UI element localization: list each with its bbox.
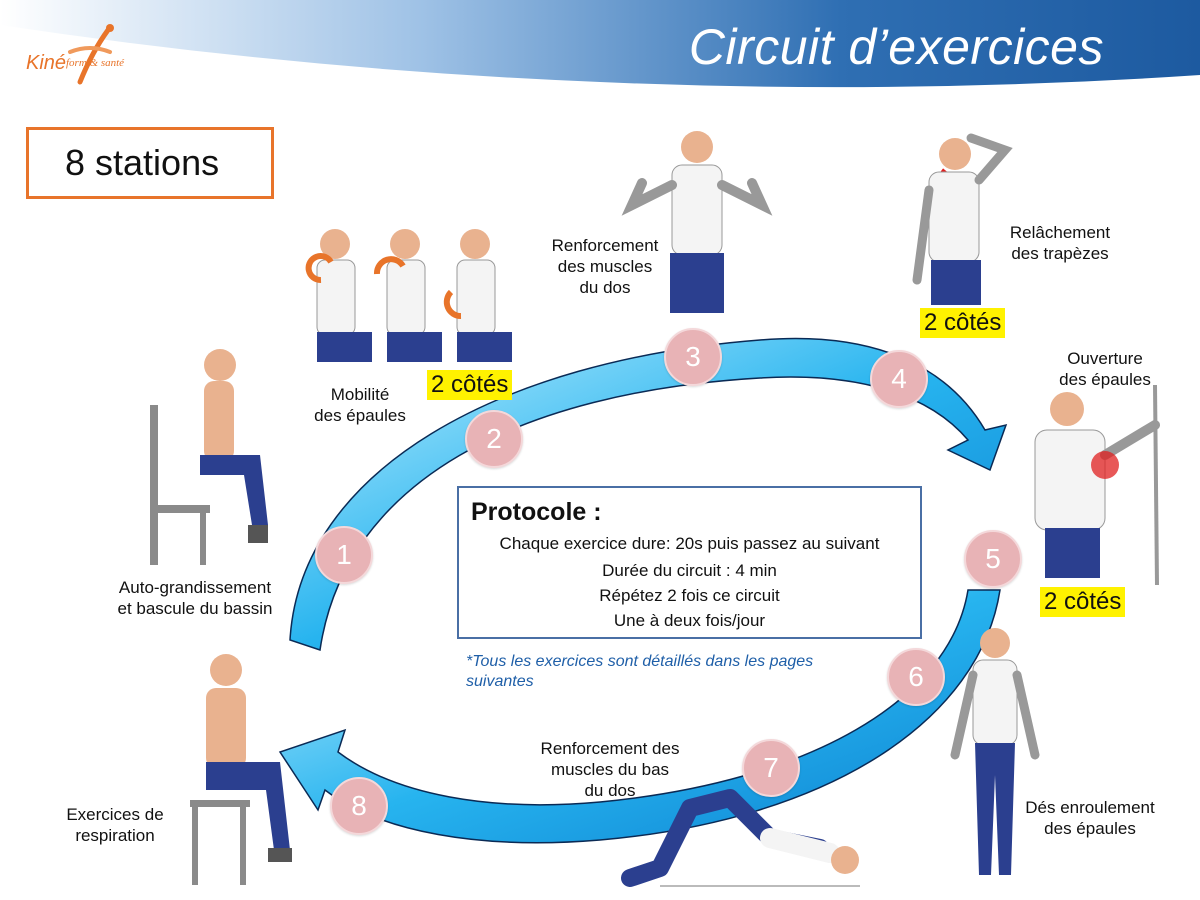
station-number-4: 4 bbox=[870, 350, 928, 408]
station-number-5: 5 bbox=[964, 530, 1022, 588]
protocol-box: Protocole : Chaque exercice dure: 20s pu… bbox=[457, 486, 922, 639]
figure-shoulder-opening-icon bbox=[1034, 385, 1160, 585]
protocol-line-4: Une à deux fois/jour bbox=[613, 611, 766, 630]
lower-arc-arrow bbox=[278, 589, 1001, 844]
stations-count-box: 8 stations bbox=[26, 127, 274, 199]
figure-shoulder-mobility-icon bbox=[305, 229, 512, 362]
station-number-1: 1 bbox=[315, 526, 373, 584]
stations-count-label: 8 stations bbox=[65, 142, 220, 183]
figure-trapezius-stretch-icon bbox=[912, 133, 1013, 305]
logo-word: Kiné bbox=[26, 52, 67, 74]
protocol-title: Protocole : bbox=[471, 498, 602, 526]
protocol-line-1: Chaque exercice dure: 20s puis passez au… bbox=[499, 534, 880, 553]
station-4-badge: 2 côtés bbox=[920, 308, 1006, 338]
station-number-7: 7 bbox=[742, 739, 800, 797]
kine-logo: Kiné form & santé bbox=[22, 24, 162, 94]
station-number-6: 6 bbox=[887, 648, 945, 706]
figure-standing-posture-icon bbox=[950, 628, 1040, 875]
figure-logo-icon bbox=[68, 24, 114, 85]
header-band bbox=[0, 0, 1200, 88]
station-5-badge: 2 côtés bbox=[1040, 587, 1126, 617]
details-note: *Tous les exercices sont détaillés dans … bbox=[466, 653, 814, 690]
figure-breathing-icon bbox=[190, 654, 292, 885]
page-title: Circuit d’exercices bbox=[688, 19, 1104, 75]
figure-lower-back-bridge-icon bbox=[621, 789, 860, 887]
protocol-line-3: Répétez 2 fois ce circuit bbox=[599, 586, 780, 605]
protocol-line-2: Durée du circuit : 4 min bbox=[602, 561, 777, 580]
station-2-badge: 2 côtés bbox=[427, 370, 513, 400]
station-number-3: 3 bbox=[664, 328, 722, 386]
station-number-8: 8 bbox=[330, 777, 388, 835]
figure-back-strengthening-icon bbox=[621, 131, 773, 313]
figure-seated-posture-icon bbox=[150, 349, 268, 565]
logo-tagline: form & santé bbox=[66, 57, 125, 69]
station-number-2: 2 bbox=[465, 410, 523, 468]
